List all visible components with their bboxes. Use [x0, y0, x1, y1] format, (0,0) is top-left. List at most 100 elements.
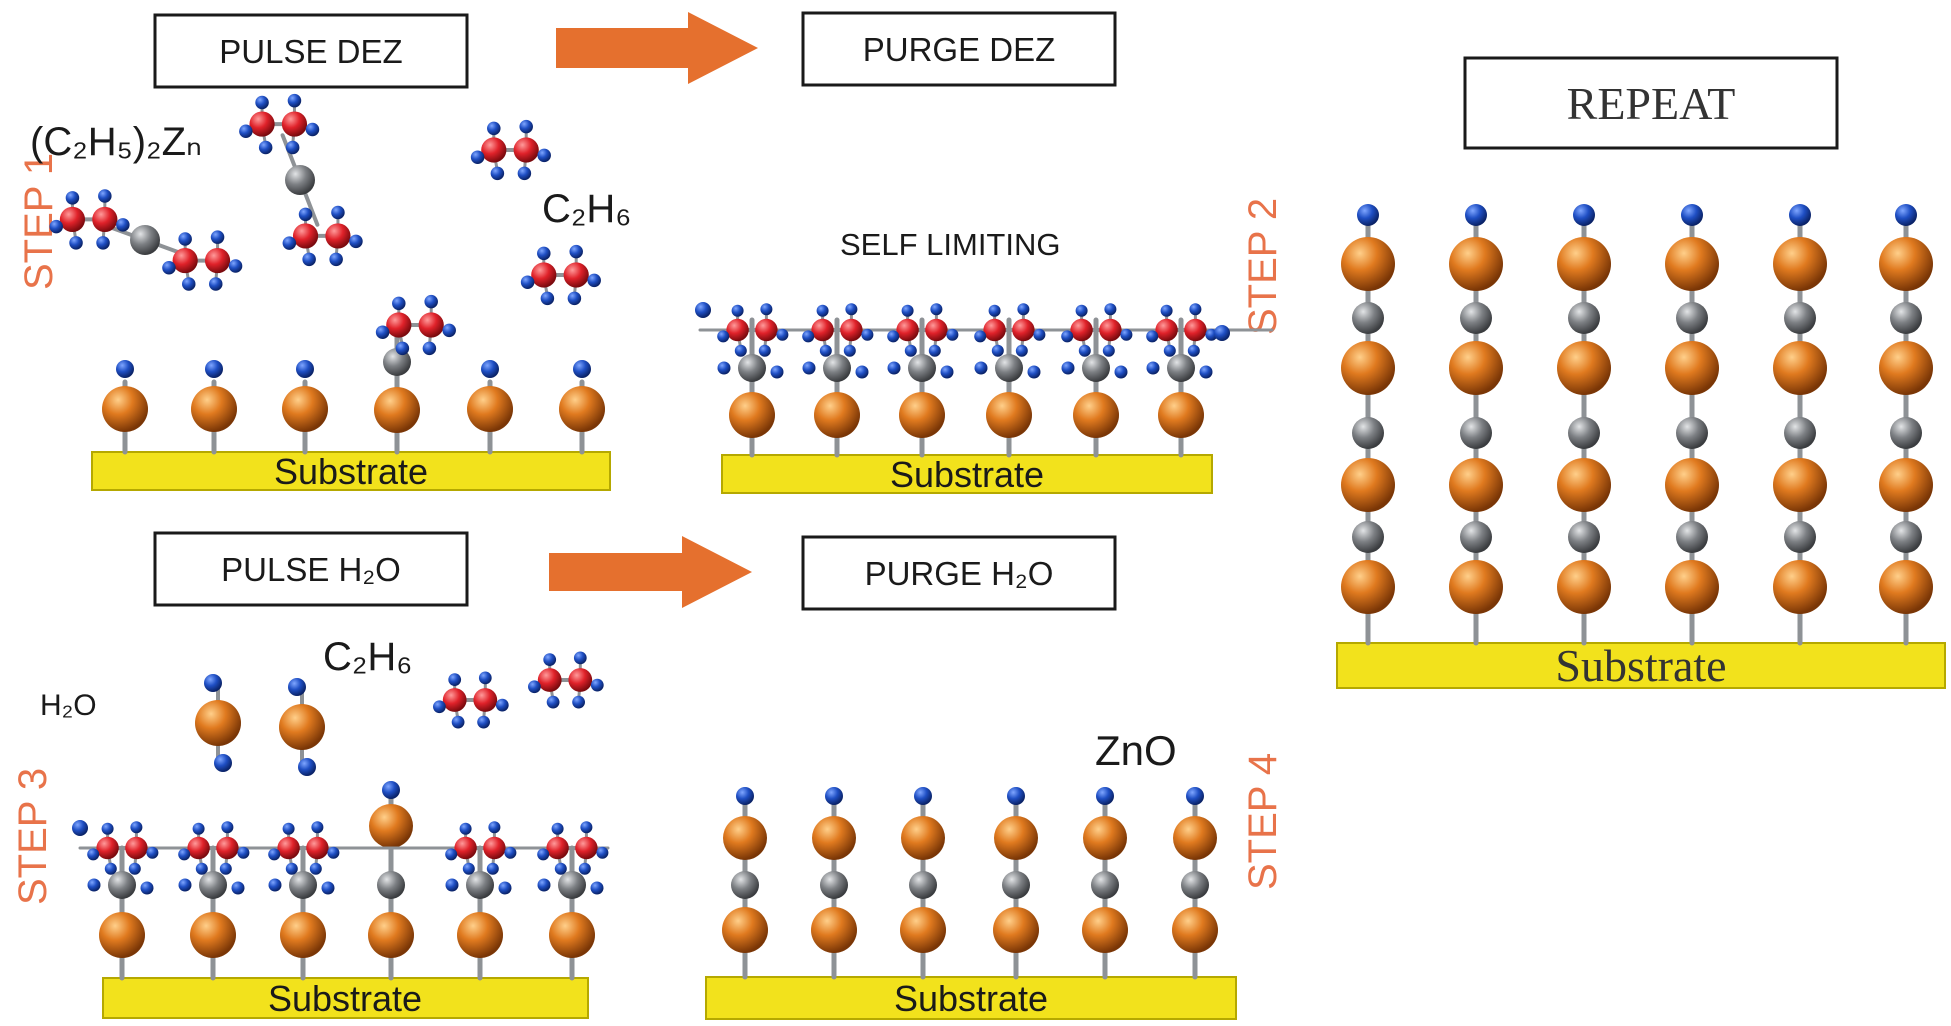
dez-formula-label: (C₂H₅)₂Zₙ	[30, 120, 202, 164]
oxygen-atom	[1341, 560, 1395, 614]
hydrogen-atom	[451, 715, 465, 729]
carbon-atom	[59, 206, 86, 233]
oxygen-atom	[1665, 560, 1719, 614]
zinc-atom	[1460, 417, 1492, 449]
hydrogen-atom	[288, 678, 306, 696]
hydrogen-atom	[517, 166, 532, 181]
hydrogen-atom	[928, 344, 941, 357]
repeat-label: REPEAT	[1567, 78, 1736, 129]
zinc-atom	[731, 871, 759, 899]
oxygen-atom	[1082, 907, 1128, 953]
carbon-atom	[386, 312, 412, 338]
hydrogen-atom	[231, 881, 245, 895]
pulse-dez-label: PULSE DEZ	[219, 33, 402, 70]
hydrogen-atom	[375, 325, 390, 339]
hydrogen-atom	[481, 360, 499, 378]
zinc-atom	[1091, 871, 1119, 899]
oxygen-atom	[1341, 237, 1395, 291]
hydrogen-atom	[268, 848, 281, 861]
hydrogen-atom	[445, 878, 459, 892]
hydrogen-atom	[843, 344, 856, 357]
hydrogen-atom	[285, 140, 300, 155]
hydrogen-atom	[736, 787, 754, 805]
hydrogen-atom	[1681, 204, 1703, 226]
hydrogen-atom	[1789, 204, 1811, 226]
zinc-atom	[466, 871, 494, 899]
right-arrow-icon	[556, 12, 758, 84]
hydrogen-atom	[311, 821, 324, 834]
hydrogen-atom	[210, 230, 225, 244]
hydrogen-atom	[178, 232, 192, 246]
hydrogen-atom	[573, 651, 587, 665]
oxygen-atom	[282, 386, 328, 432]
carbon-atom	[896, 318, 919, 342]
hydrogen-atom	[1114, 365, 1128, 379]
hydrogen-atom	[65, 191, 80, 205]
oxygen-atom	[191, 386, 237, 432]
oxygen-atom	[1073, 392, 1119, 438]
carbon-atom	[172, 247, 198, 274]
oxygen-atom	[279, 704, 325, 750]
carbon-atom	[473, 688, 498, 712]
hydrogen-atom	[195, 862, 208, 875]
carbon-atom	[531, 262, 557, 288]
pulse-h2o-label: PULSE H₂O	[221, 551, 401, 588]
carbon-atom	[454, 836, 477, 860]
hydrogen-atom	[448, 673, 462, 686]
hydrogen-atom	[520, 275, 535, 289]
zinc-atom	[199, 871, 227, 899]
hydrogen-atom	[578, 862, 591, 875]
hydrogen-atom	[192, 822, 205, 835]
oxygen-atom	[1449, 458, 1503, 512]
hydrogen-atom	[590, 881, 604, 895]
hydrogen-atom	[462, 862, 475, 875]
hydrogen-atom	[1187, 344, 1200, 357]
hydrogen-atom	[717, 361, 731, 375]
zinc-atom	[130, 225, 160, 255]
hydrogen-atom	[178, 878, 192, 892]
zinc-atom	[285, 165, 315, 195]
hydrogen-atom	[1163, 344, 1176, 357]
carbon-atom	[1099, 318, 1122, 342]
hydrogen-atom	[130, 821, 143, 834]
hydrogen-atom	[98, 189, 112, 203]
hydrogen-atom	[1199, 365, 1213, 379]
zinc-atom	[1352, 417, 1384, 449]
c2h6-label: C₂H₆	[323, 635, 412, 679]
zinc-atom	[1676, 417, 1708, 449]
hydrogen-atom	[776, 328, 789, 341]
oxygen-atom	[994, 816, 1038, 860]
hydrogen-atom	[146, 846, 159, 859]
zinc-atom	[1002, 871, 1030, 899]
oxygen-atom	[559, 386, 605, 432]
hydrogen-atom	[116, 360, 134, 378]
hydrogen-atom	[1895, 204, 1917, 226]
hydrogen-atom	[477, 715, 490, 729]
hydrogen-atom	[459, 822, 472, 835]
hydrogen-atom	[825, 787, 843, 805]
substrate: Substrate	[721, 454, 1213, 495]
oxygen-atom	[729, 392, 775, 438]
hydrogen-atom	[760, 303, 773, 316]
carbon-atom	[277, 836, 300, 860]
hydrogen-atom	[239, 124, 253, 139]
oxygen-atom	[723, 816, 767, 860]
substrate-label: Substrate	[1555, 640, 1726, 691]
hydrogen-atom	[731, 304, 744, 317]
hydrogen-atom	[1061, 330, 1074, 343]
carbon-atom	[840, 318, 863, 342]
hydrogen-atom	[1189, 303, 1202, 316]
carbon-atom	[546, 836, 569, 860]
oxygen-atom	[1449, 341, 1503, 395]
hydrogen-atom	[101, 822, 114, 835]
hydrogen-atom	[178, 848, 191, 861]
zinc-atom	[1890, 521, 1922, 553]
oxygen-atom	[899, 392, 945, 438]
step-3-label: STEP 3	[11, 768, 55, 905]
carbon-atom	[755, 318, 778, 342]
hydrogen-atom	[204, 674, 222, 692]
oxygen-atom	[467, 386, 513, 432]
hydrogen-atom	[855, 365, 869, 379]
oxygen-atom	[368, 912, 414, 958]
hydrogen-atom	[551, 822, 564, 835]
